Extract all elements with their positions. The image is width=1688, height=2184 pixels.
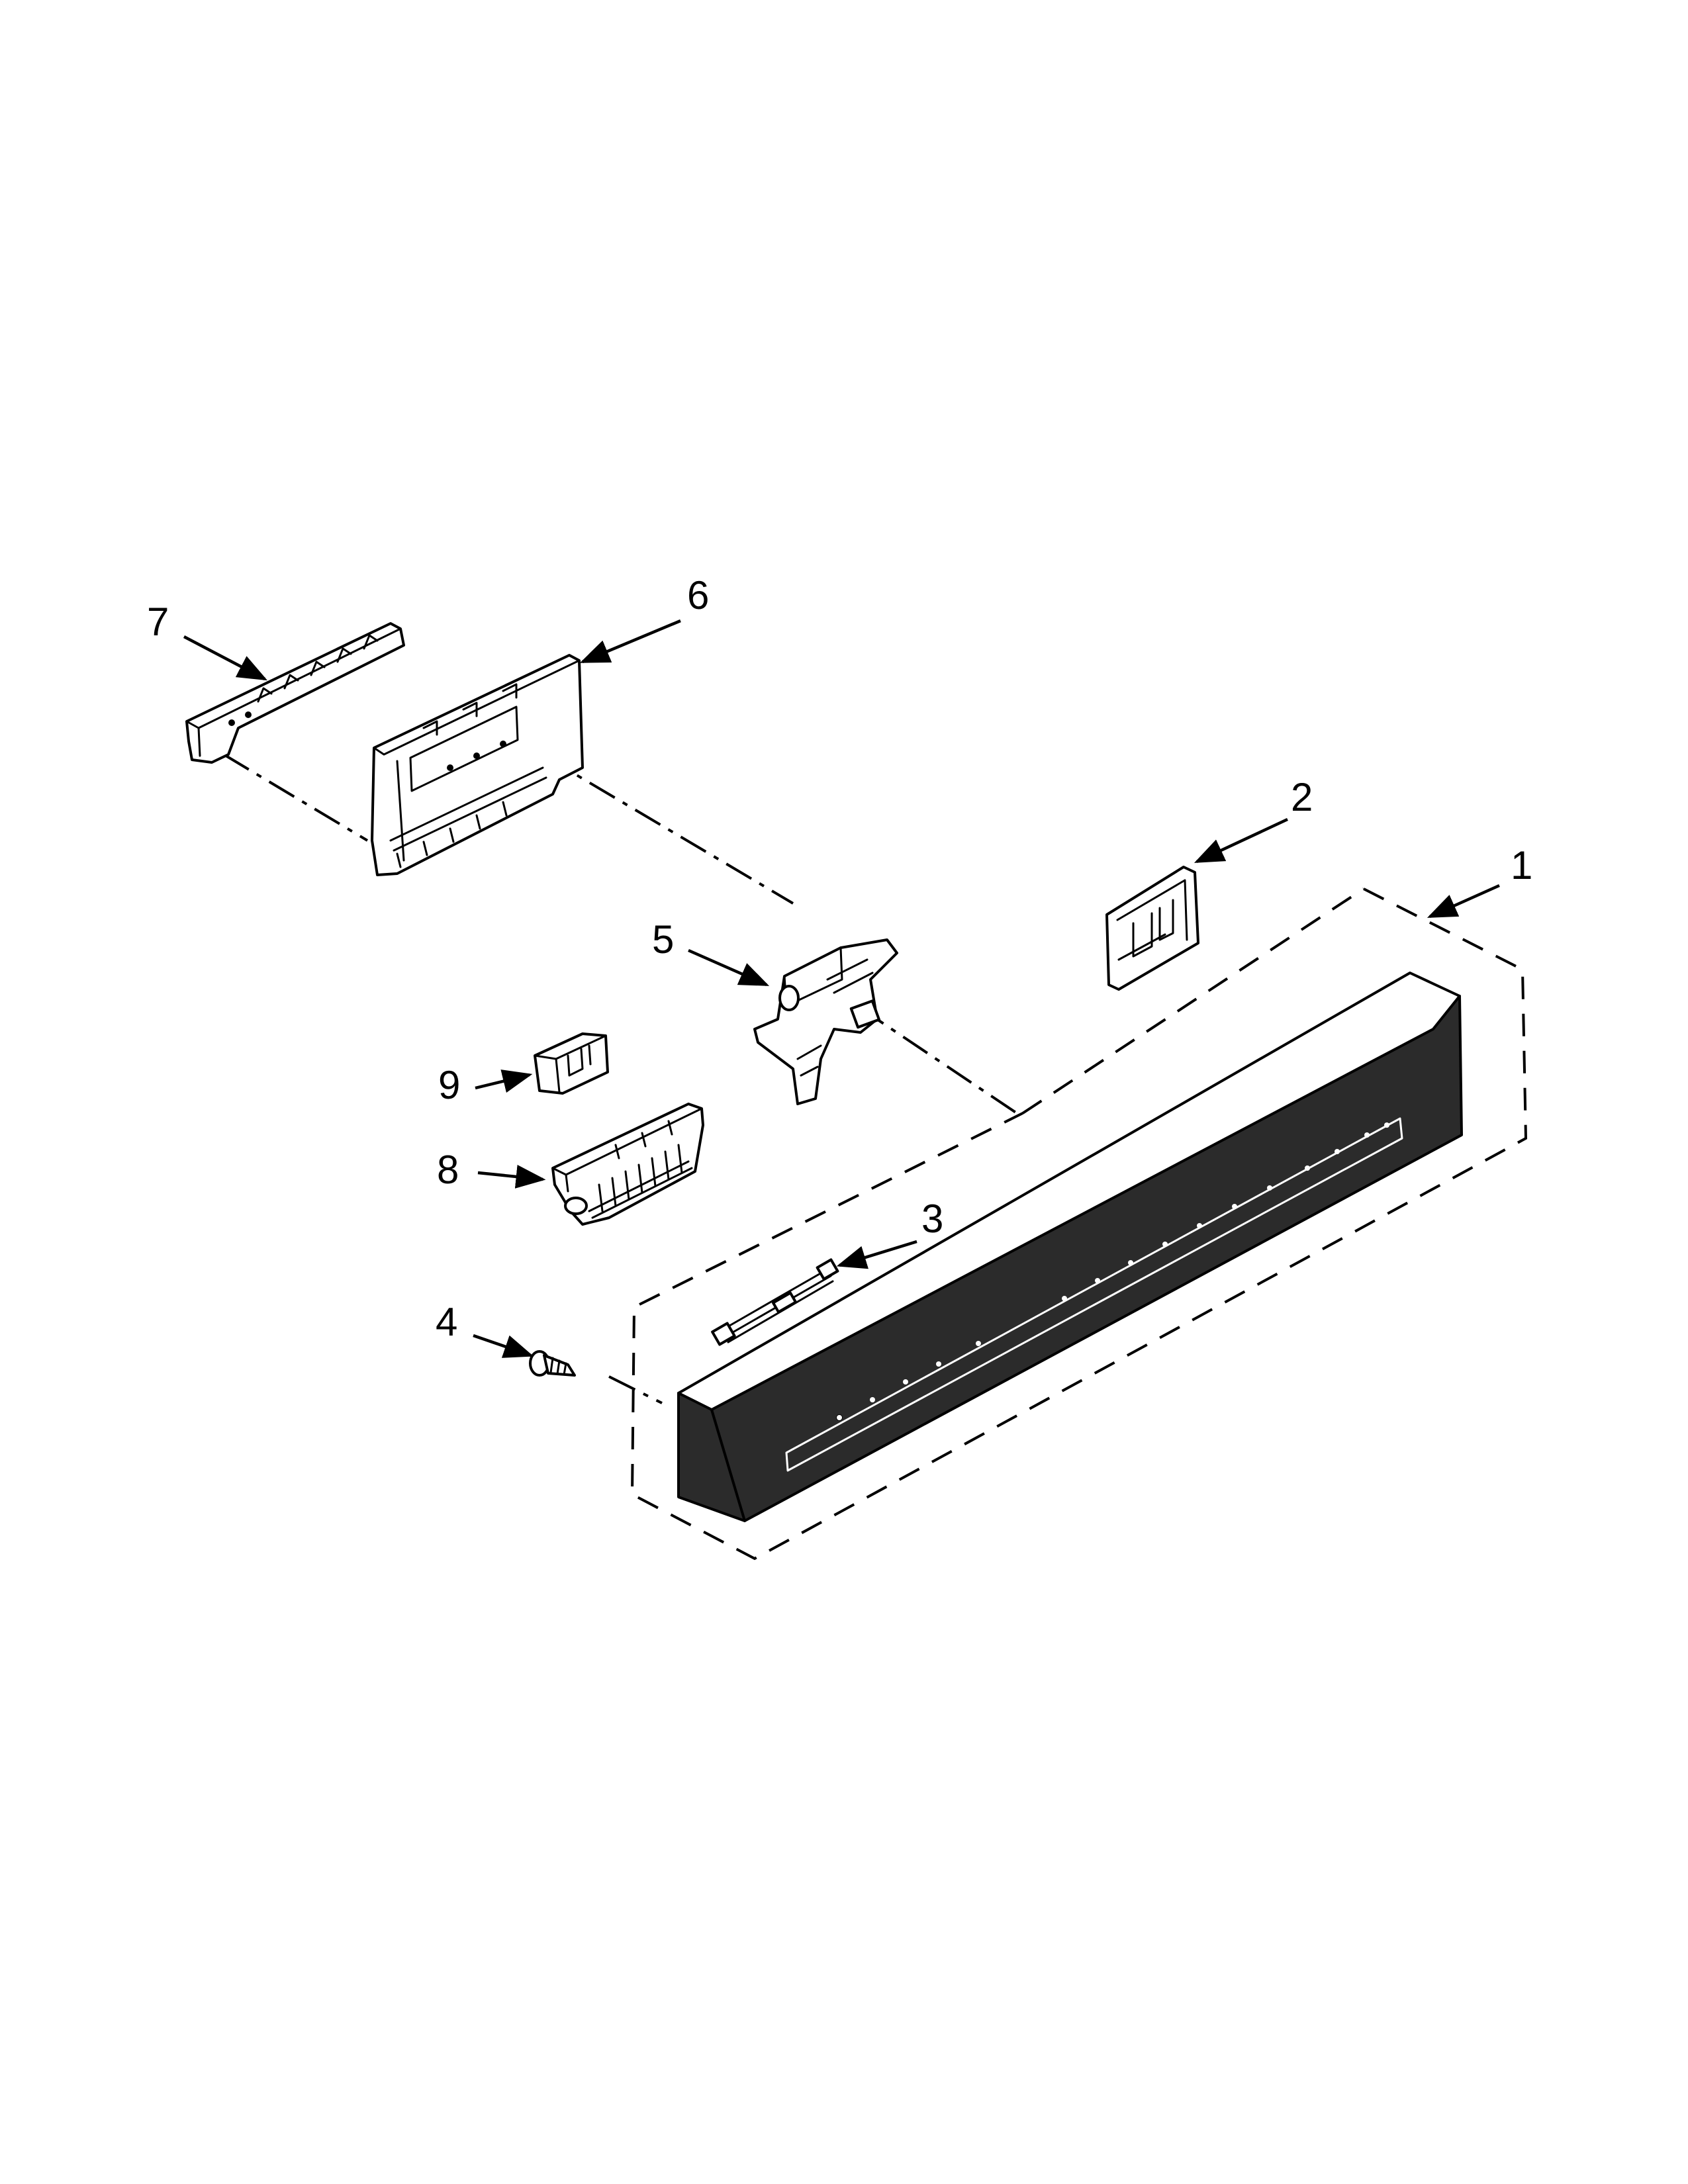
control-panel-part-1	[677, 972, 1463, 1522]
callout-7: 7	[147, 600, 169, 644]
callout-6: 6	[687, 573, 709, 617]
alignment-line-6-5	[543, 754, 794, 905]
leader-1	[1427, 884, 1500, 919]
callout-8: 8	[437, 1148, 459, 1192]
callout-1: 1	[1511, 843, 1532, 887]
alignment-line-5-1	[858, 1006, 1024, 1118]
button-holes	[836, 1122, 1389, 1421]
callout-3: 3	[921, 1197, 943, 1241]
leader-7	[183, 635, 267, 681]
housing-part-8	[551, 1103, 704, 1226]
alignment-line-7-6	[222, 753, 369, 842]
leader-4	[473, 1334, 534, 1358]
clip-part-9	[534, 1032, 609, 1095]
latch-assembly-part-5	[753, 938, 898, 1105]
bracket-part-2	[1105, 866, 1199, 991]
callout-5: 5	[652, 917, 674, 962]
screw-part-4	[529, 1350, 576, 1377]
alignment-line-4-1	[608, 1375, 663, 1404]
leader-6	[579, 619, 681, 664]
bracket-rail-part-7	[185, 622, 405, 764]
assembly-1-boundary	[630, 887, 1528, 1561]
callout-4: 4	[436, 1300, 457, 1344]
leader-2	[1194, 817, 1288, 864]
callout-2: 2	[1291, 775, 1313, 819]
wire-harness-part-3	[711, 1258, 839, 1346]
leader-5	[688, 948, 770, 987]
leader-3	[836, 1240, 917, 1269]
control-board-part-6	[371, 654, 584, 876]
callout-9: 9	[438, 1063, 460, 1107]
leader-9	[475, 1069, 533, 1093]
leader-8	[477, 1164, 546, 1189]
